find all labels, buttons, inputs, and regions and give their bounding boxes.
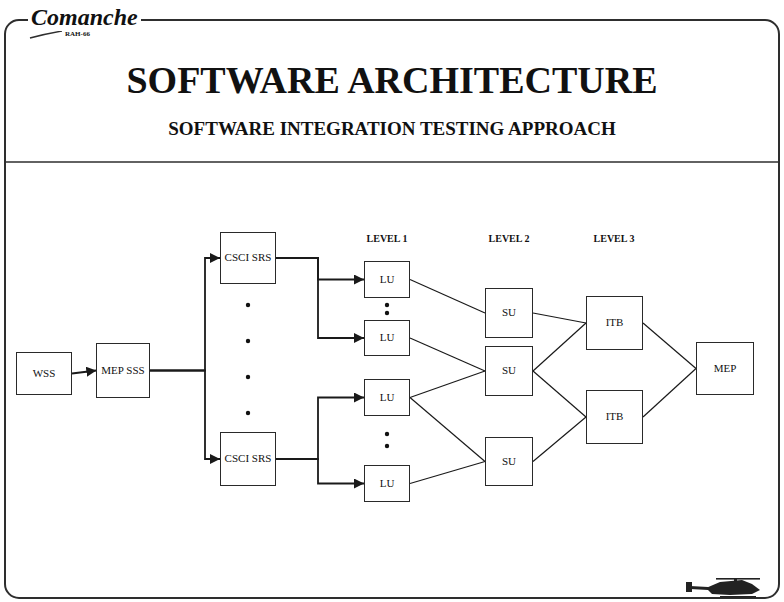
- integration-line: [410, 280, 485, 314]
- slide-subtitle: SOFTWARE INTEGRATION TESTING APPROACH: [168, 118, 615, 140]
- csci-box: CSCI SRS: [220, 432, 276, 486]
- box-text-group: SU: [502, 455, 516, 469]
- box-label: LU: [380, 391, 395, 405]
- integration-line: [533, 313, 586, 323]
- mep-box: MEP: [696, 342, 754, 395]
- box-label: MEP SSS: [101, 364, 144, 378]
- flow-arrow: [150, 258, 220, 371]
- header-rule: [5, 161, 779, 163]
- box-text-group: SU: [502, 306, 516, 320]
- level1-unit: LU: [364, 261, 410, 298]
- box-text-group: ITB: [606, 316, 624, 330]
- box-text-group: MEP SSS: [101, 364, 144, 378]
- box-label: ITB: [606, 316, 624, 330]
- integration-line: [410, 371, 485, 398]
- integration-line: [533, 323, 586, 371]
- box-label: CSCI SRS: [225, 452, 272, 466]
- integration-line: [410, 462, 485, 484]
- level2-unit: SU: [485, 346, 533, 396]
- box-text-group: SU: [502, 364, 516, 378]
- frame-border: [5, 20, 779, 598]
- flow-arrow: [150, 371, 220, 460]
- level-label: LEVEL 3: [594, 233, 635, 244]
- box-text-group: LU: [380, 331, 395, 345]
- box-text-group: CSCI SRS: [225, 452, 272, 466]
- integration-line: [643, 369, 696, 418]
- csci-box: CSCI SRS: [220, 232, 276, 284]
- flow-arrow: [276, 398, 364, 460]
- box-label: LU: [380, 273, 395, 287]
- test-bench-box: ITB: [586, 390, 643, 444]
- box-text-group: LU: [380, 477, 395, 491]
- box-label: SU: [502, 306, 516, 320]
- box-label: ITB: [606, 410, 624, 424]
- box-label: LU: [380, 477, 395, 491]
- slide-title: SOFTWARE ARCHITECTURE: [0, 58, 784, 102]
- level-label: LEVEL 1: [367, 233, 408, 244]
- box-label: LU: [380, 331, 395, 345]
- flow-arrow: [72, 371, 96, 374]
- level1-unit: LU: [364, 379, 410, 416]
- flow-arrow: [276, 258, 364, 280]
- box-text-group: LU: [380, 273, 395, 287]
- level2-unit: SU: [485, 437, 533, 486]
- level-label: LEVEL 2: [489, 233, 530, 244]
- level1-unit: LU: [364, 465, 410, 502]
- box-text-group: WSS: [33, 367, 56, 381]
- level2-unit: SU: [485, 288, 533, 338]
- integration-line: [533, 371, 586, 417]
- box-label: SU: [502, 364, 516, 378]
- box-text-group: LU: [380, 391, 395, 405]
- level1-unit: LU: [364, 320, 410, 356]
- box-label: MEP: [714, 362, 737, 376]
- test-bench-box: ITB: [586, 296, 643, 350]
- integration-line: [410, 398, 485, 462]
- integration-line: [533, 417, 586, 462]
- flow-arrow: [276, 459, 364, 484]
- box-text-group: ITB: [606, 410, 624, 424]
- system-box: WSS: [16, 352, 72, 395]
- box-label: WSS: [33, 367, 56, 381]
- box-text-group: MEP: [714, 362, 737, 376]
- logo-wordmark: Comanche: [28, 4, 141, 31]
- helicopter-silhouette: [686, 578, 760, 598]
- box-label: SU: [502, 455, 516, 469]
- box-text-group: CSCI SRS: [225, 251, 272, 265]
- integration-line: [643, 323, 696, 369]
- logo-model: RAH-66: [62, 30, 93, 38]
- flow-arrow: [276, 258, 364, 338]
- box-label: CSCI SRS: [225, 251, 272, 265]
- spec-box: MEP SSS: [96, 343, 149, 398]
- integration-line: [410, 338, 485, 371]
